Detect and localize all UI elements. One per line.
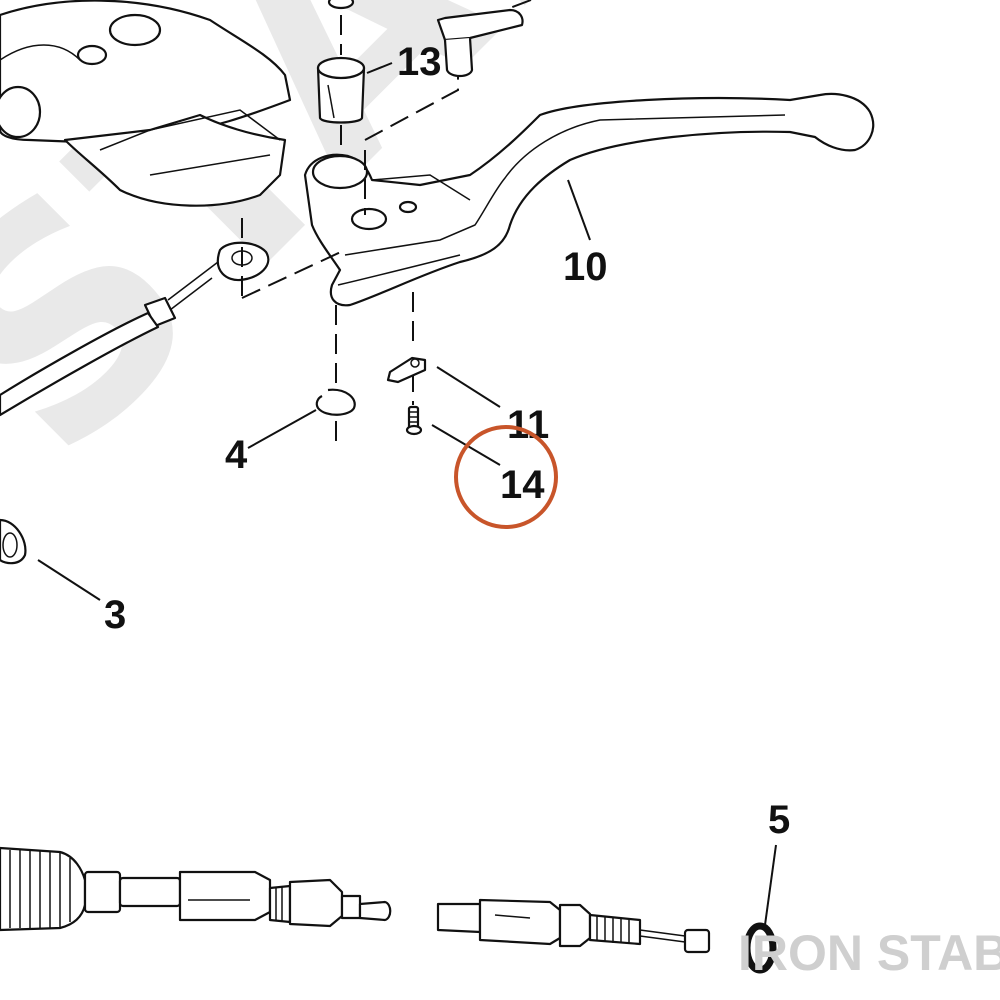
- callout-14: 14: [500, 463, 545, 507]
- callout-13: 13: [397, 40, 442, 84]
- callout-4: 4: [225, 433, 248, 477]
- highlight-circle: [454, 425, 558, 529]
- brand-watermark: IRON STABLE: [738, 925, 1000, 981]
- clutch-cable-upper: [0, 241, 270, 417]
- perch-housing: [0, 0, 292, 207]
- callout-5: 5: [768, 798, 790, 842]
- o-ring: [743, 922, 777, 974]
- retaining-ring: [315, 388, 356, 416]
- lever-clip: [386, 356, 427, 384]
- callout-3: 3: [104, 593, 126, 637]
- callout-10: 10: [563, 245, 608, 289]
- pivot-sleeve: [316, 0, 366, 124]
- clutch-lever: [303, 92, 875, 307]
- callout-labels: 13 10 11 14 4 3 5: [104, 40, 790, 842]
- clutch-cable-lower: [0, 846, 711, 954]
- adjuster-screw: [405, 405, 423, 436]
- callout-11: 11: [507, 403, 549, 447]
- assembly-lines: [241, 0, 532, 445]
- cable-end-ferrule: [0, 518, 27, 565]
- lever-plunger: [436, 8, 524, 78]
